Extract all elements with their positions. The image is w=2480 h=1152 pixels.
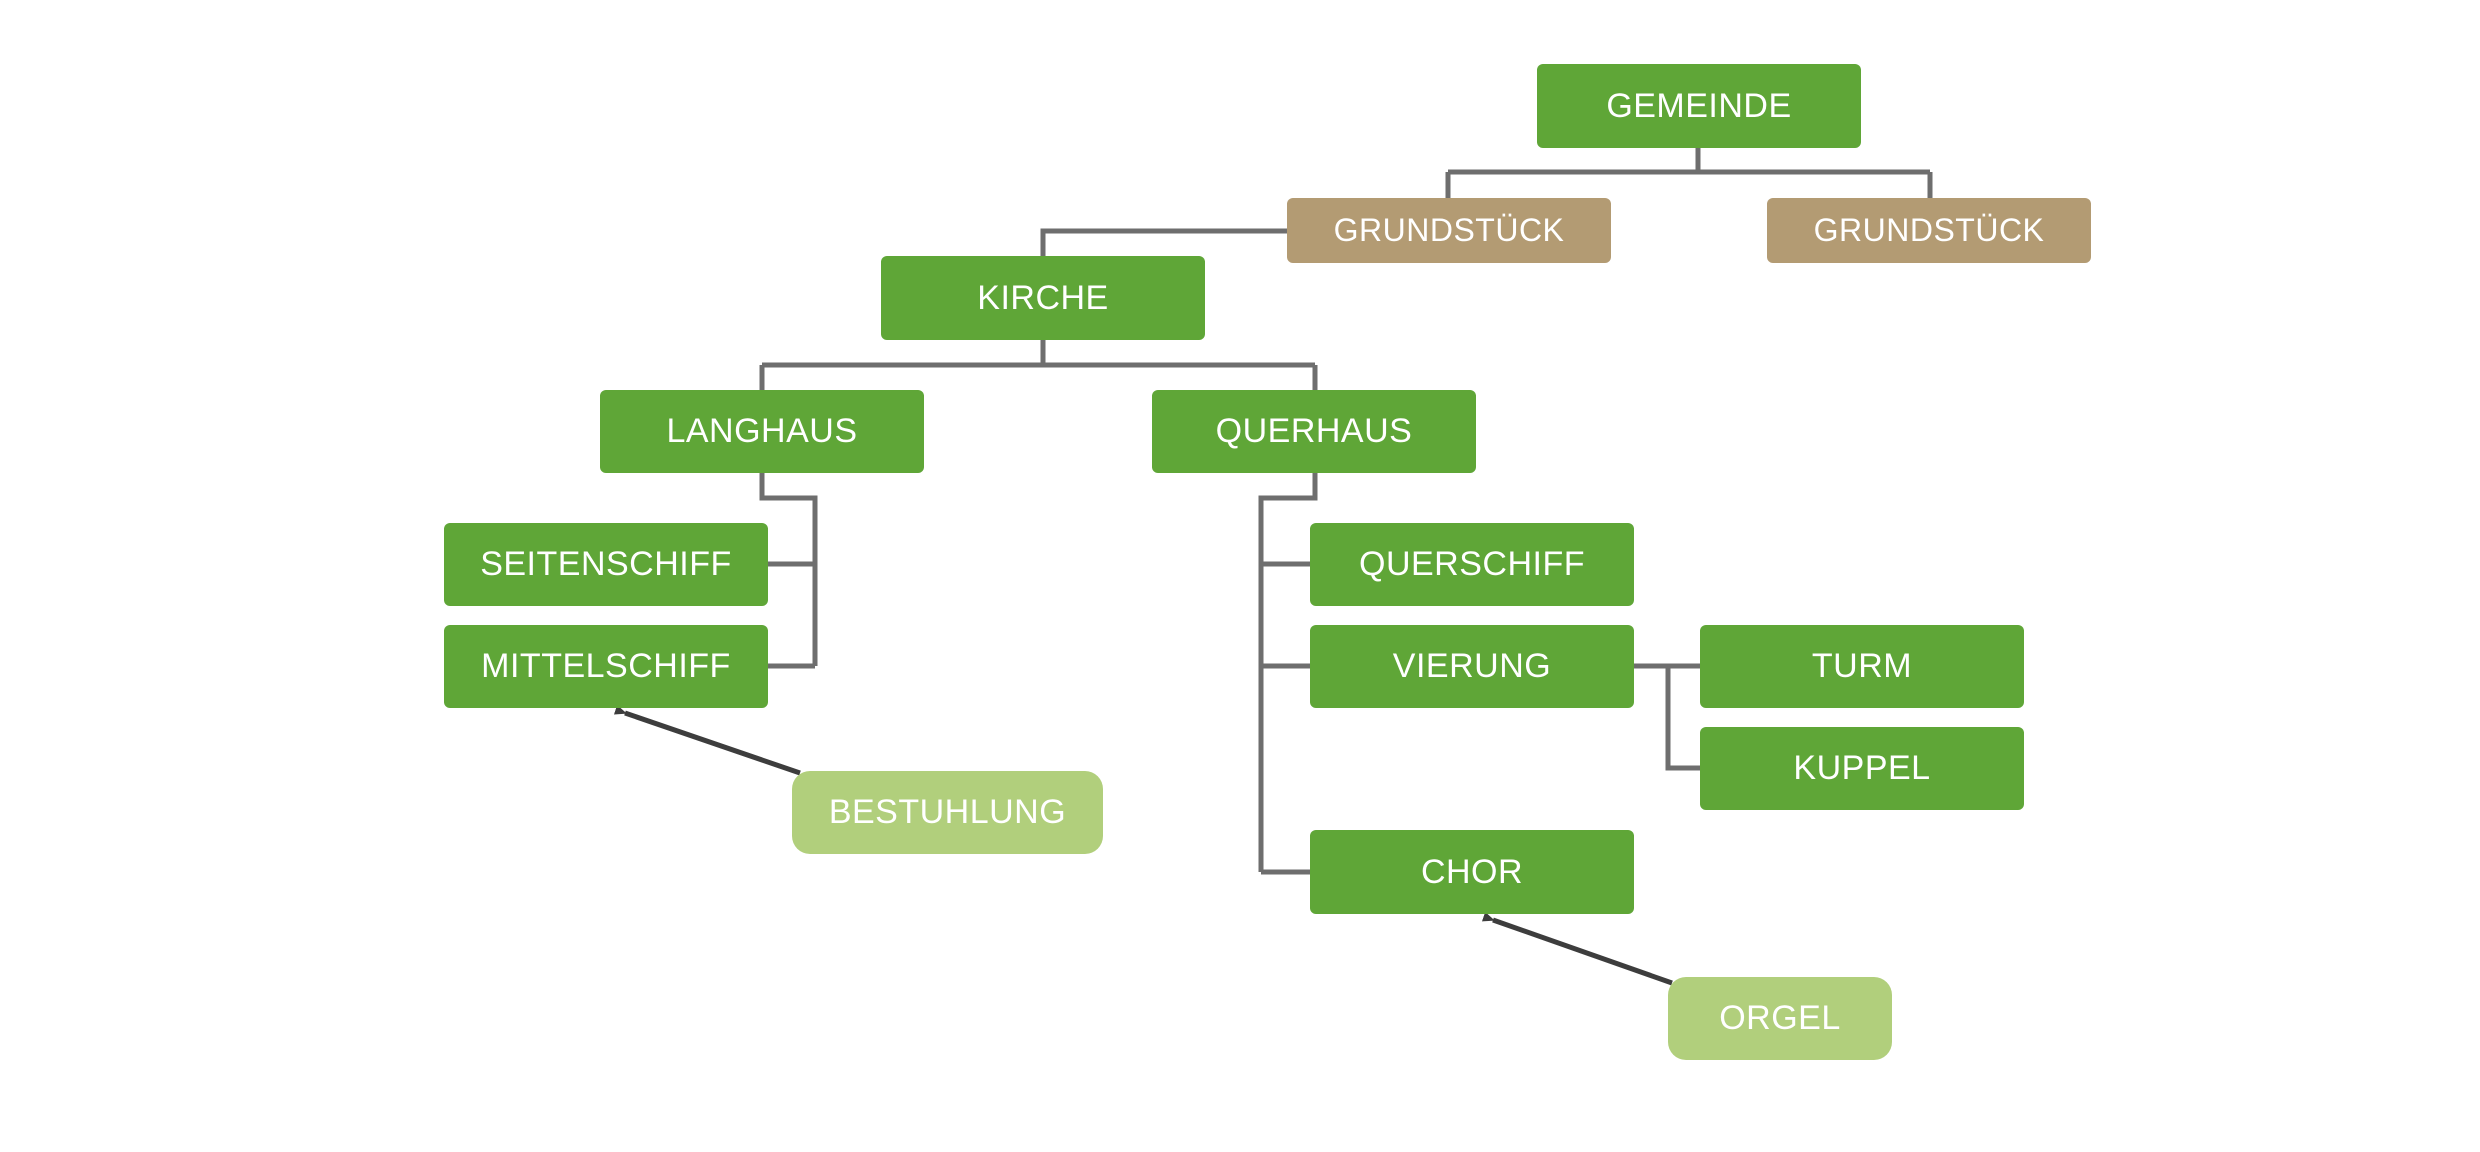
node-turm[interactable]: TURM [1700, 625, 2024, 708]
node-mittelschiff[interactable]: MITTELSCHIFF [444, 625, 768, 708]
connector-kirche-children [759, 340, 1318, 390]
node-bestuhlung[interactable]: BESTUHLUNG [792, 771, 1103, 854]
node-chor[interactable]: CHOR [1310, 830, 1634, 914]
connector-langhaus-children [759, 473, 818, 669]
node-querhaus[interactable]: QUERHAUS [1152, 390, 1476, 473]
connector-querhaus-children [1258, 473, 1318, 875]
connector-gemeinde-grundstueck [1445, 148, 1933, 198]
node-vierung[interactable]: VIERUNG [1310, 625, 1634, 708]
arrow-bestuhlung-mittelschiff [613, 705, 801, 776]
node-kuppel[interactable]: KUPPEL [1700, 727, 2024, 810]
node-langhaus[interactable]: LANGHAUS [600, 390, 924, 473]
node-gemeinde[interactable]: GEMEINDE [1537, 64, 1861, 148]
node-orgel[interactable]: ORGEL [1668, 977, 1892, 1060]
node-seitenschiff[interactable]: SEITENSCHIFF [444, 523, 768, 606]
node-querschiff[interactable]: QUERSCHIFF [1310, 523, 1634, 606]
node-grundstueck-right[interactable]: GRUNDSTÜCK [1767, 198, 2091, 263]
node-kirche[interactable]: KIRCHE [881, 256, 1205, 340]
arrow-orgel-chor [1481, 911, 1673, 986]
connector-vierung-children [1634, 663, 1700, 771]
connector-grundstueck-kirche [1040, 228, 1287, 256]
node-grundstueck-left[interactable]: GRUNDSTÜCK [1287, 198, 1611, 263]
